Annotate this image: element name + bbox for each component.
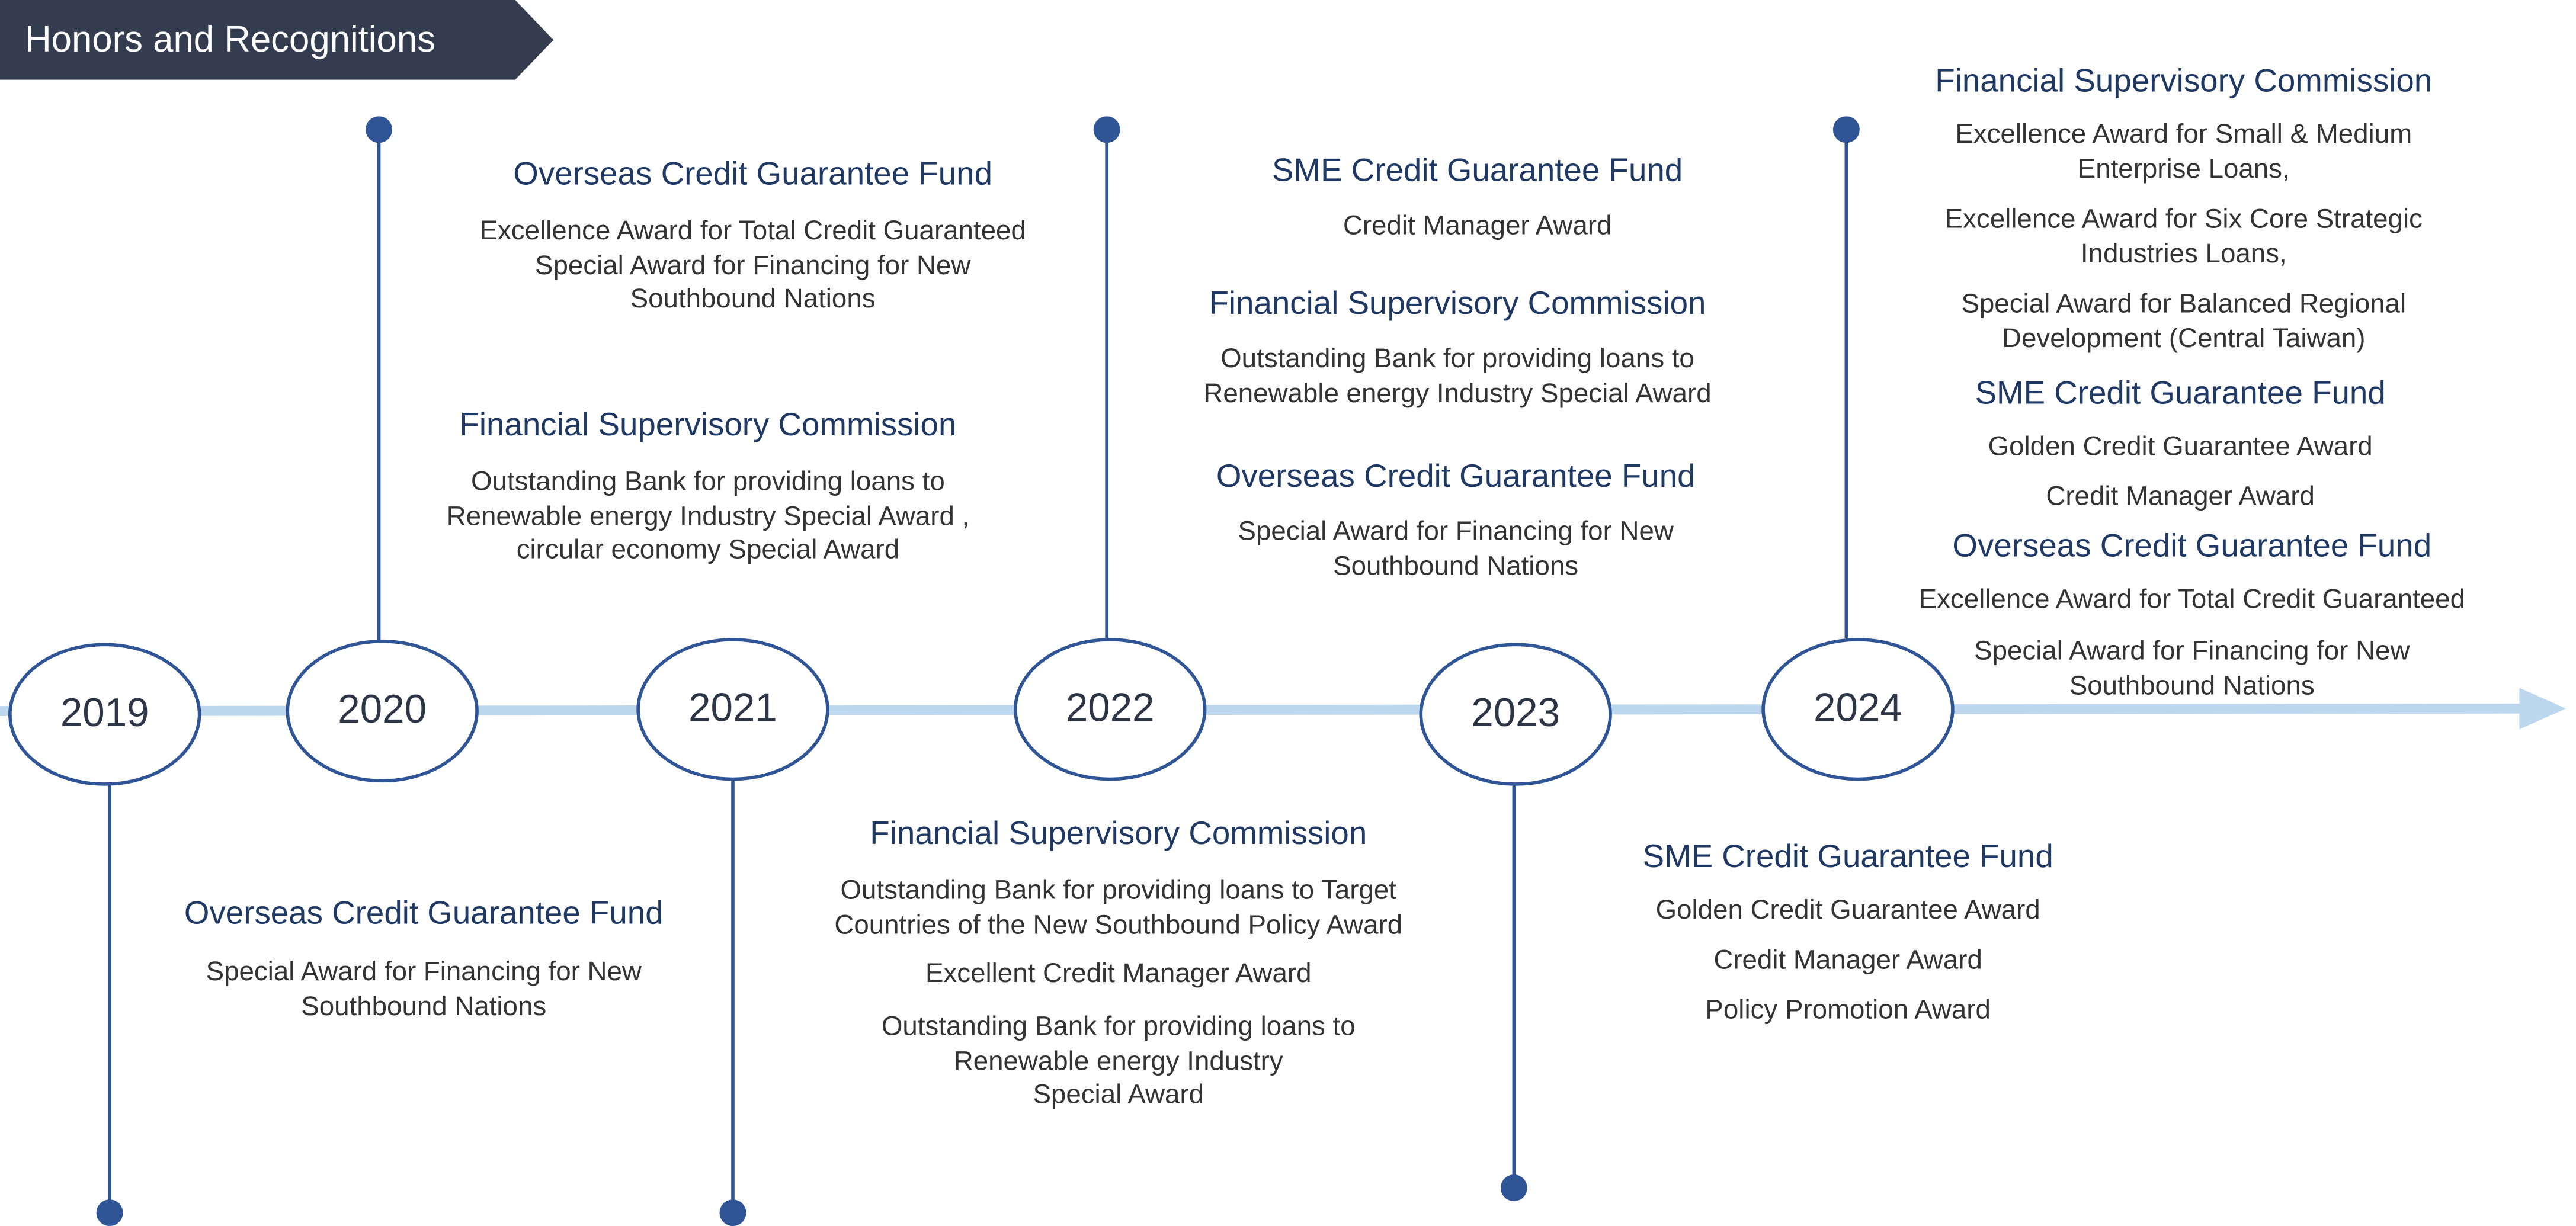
year-node-2024: 2024 — [1761, 638, 1955, 781]
connector-2022 — [1105, 129, 1108, 638]
award-text: Outstanding Bank for providing loans to … — [446, 467, 970, 565]
year-node-2020: 2020 — [286, 639, 479, 783]
connector-2024 — [1844, 129, 1848, 638]
year-node-2023: 2023 — [1419, 643, 1612, 786]
org-title: Financial Supervisory Commission — [459, 407, 957, 444]
year-node-2021: 2021 — [636, 638, 829, 781]
org-title: Overseas Credit Guarantee Fund — [513, 156, 993, 193]
org-title: Financial Supervisory Commission — [1935, 63, 2433, 100]
connector-2020 — [377, 129, 381, 641]
timeline-dot-2023 — [1500, 1174, 1527, 1202]
banner-arrow-shape — [0, 0, 554, 80]
award-text: Excellence Award for Small & Medium Ente… — [1955, 119, 2412, 184]
year-label: 2019 — [60, 691, 149, 736]
timeline-dot-2024 — [1832, 116, 1860, 143]
year-label: 2020 — [338, 688, 427, 733]
org-title: Financial Supervisory Commission — [1209, 285, 1706, 323]
award-text: Golden Credit Guarantee Award — [1988, 432, 2373, 462]
year-label: 2023 — [1471, 691, 1561, 736]
connector-2021 — [731, 777, 735, 1213]
award-text: Excellence Award for Total Credit Guaran… — [479, 216, 1026, 314]
award-text: Outstanding Bank for providing loans to … — [1203, 344, 1712, 408]
award-text: Outstanding Bank for providing loans to … — [881, 1012, 1356, 1110]
year-label: 2021 — [688, 686, 777, 731]
award-text: Outstanding Bank for providing loans to … — [834, 875, 1403, 940]
axis-arrowhead-icon — [2519, 688, 2566, 730]
org-title: Overseas Credit Guarantee Fund — [1952, 528, 2432, 565]
year-node-2022: 2022 — [1014, 638, 1207, 781]
org-title: Financial Supervisory Commission — [870, 816, 1367, 852]
org-title: SME Credit Guarantee Fund — [1272, 153, 1683, 190]
year-label: 2024 — [1814, 686, 1902, 731]
year-node-2019: 2019 — [8, 643, 201, 786]
award-text: Excellent Credit Manager Award — [925, 958, 1312, 988]
year-label: 2022 — [1065, 686, 1155, 731]
award-text: Excellence Award for Six Core Strategic … — [1944, 204, 2423, 269]
award-text: Special Award for Financing for New Sout… — [1974, 636, 2410, 701]
connector-2023 — [1512, 784, 1516, 1188]
org-title: Overseas Credit Guarantee Fund — [184, 895, 664, 932]
org-title: SME Credit Guarantee Fund — [1642, 839, 2053, 876]
timeline-dot-2020 — [366, 116, 392, 143]
award-text: Policy Promotion Award — [1705, 995, 1991, 1025]
award-text: Golden Credit Guarantee Award — [1655, 895, 2040, 926]
award-text: Credit Manager Award — [1713, 945, 1982, 975]
org-title: SME Credit Guarantee Fund — [1975, 375, 2386, 412]
award-text: Special Award for Balanced Regional Deve… — [1961, 289, 2407, 354]
org-title: Overseas Credit Guarantee Fund — [1216, 458, 1696, 495]
award-text: Special Award for Financing for New Sout… — [206, 957, 642, 1021]
award-text: Credit Manager Award — [1343, 211, 1612, 241]
timeline-dot-2022 — [1093, 116, 1120, 143]
connector-2019 — [108, 781, 111, 1213]
page-title: Honors and Recognitions — [25, 18, 436, 60]
award-text: Excellence Award for Total Credit Guaran… — [1918, 585, 2465, 615]
award-text: Special Award for Financing for New Sout… — [1238, 516, 1674, 581]
award-text: Credit Manager Award — [2046, 482, 2315, 512]
